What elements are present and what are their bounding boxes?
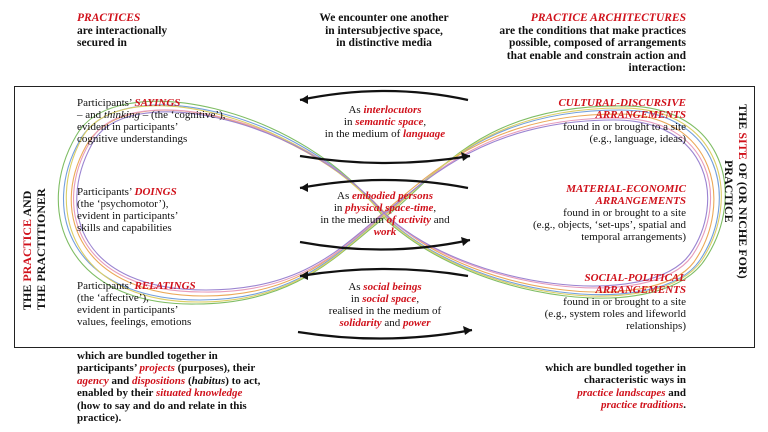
practices-header: PRACTICES are interactionally secured in (77, 12, 168, 49)
bottom-right-text: which are bundled together in characteri… (545, 362, 686, 412)
arc-top-1 (299, 89, 469, 102)
arc-top-3 (299, 267, 469, 278)
arrowhead-2a (300, 183, 308, 192)
arc-bottom-2 (299, 238, 471, 251)
arc-bottom-3 (297, 328, 473, 340)
doings-block: Participants’ DOINGS (the ‘psychomotor’)… (77, 186, 179, 234)
arrowhead-1a (300, 95, 308, 104)
loop-stroke-purple (76, 111, 709, 291)
practice-practitioner-label: THE PRACTICE AND THE PRACTITIONER (20, 188, 48, 310)
arc-top-2 (299, 178, 469, 190)
diagram-frame (14, 86, 755, 348)
arrowhead-3b (463, 326, 472, 335)
loop-stroke-pink (72, 109, 712, 293)
interlocutors-block: As interlocutors in semantic space, in t… (324, 104, 446, 140)
social-political-block: SOCIAL-POLITICAL ARRANGEMENTS found in o… (544, 272, 686, 332)
cultural-discursive-block: CULTURAL-DISCURSIVE ARRANGEMENTS found i… (558, 97, 686, 145)
social-beings-block: As social beings in social space, realis… (328, 281, 442, 329)
practice-architectures-header: PRACTICE ARCHITECTURES are the condition… (499, 12, 686, 74)
arrowhead-3a (300, 271, 308, 280)
site-of-practice-label: THE SITE OF (OR NICHE FOR) PRACTICE (722, 104, 750, 279)
arc-bottom-1 (299, 154, 471, 165)
relatings-block: Participants’ RELATINGS (the ‘affective’… (77, 280, 196, 328)
arrowhead-1b (461, 152, 470, 161)
bottom-left-text: which are bundled together in participan… (77, 350, 261, 425)
loop-stroke-green (57, 100, 726, 305)
loop-stroke-yellow (65, 105, 722, 303)
material-economic-block: MATERIAL-ECONOMIC ARRANGEMENTS found in … (532, 183, 686, 243)
sayings-block: Participants’ SAYINGS – and thinking – (… (77, 97, 226, 145)
embodied-persons-block: As embodied persons in physical space-ti… (320, 190, 450, 238)
arrowhead-2b (461, 237, 470, 246)
intersubjective-header: We encounter one another in intersubject… (319, 12, 449, 49)
